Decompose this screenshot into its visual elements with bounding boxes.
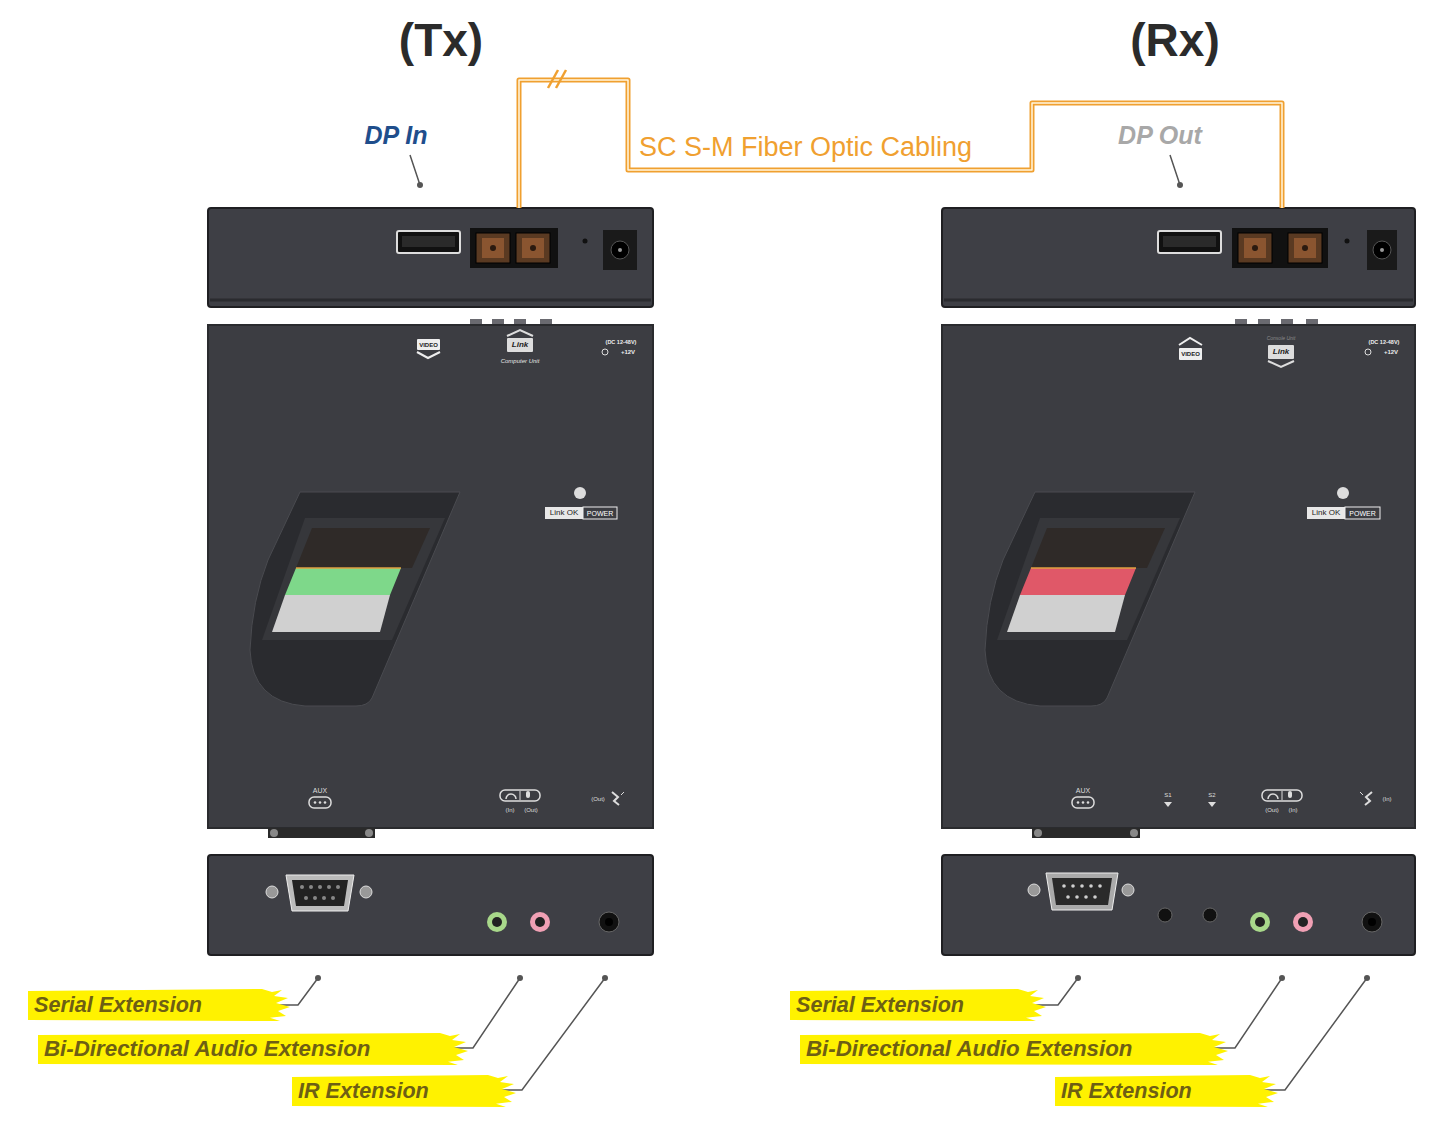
cable-break-mark: [548, 70, 566, 88]
band-fill: [28, 989, 290, 1021]
panel-marking: Link OK: [550, 509, 578, 517]
panel-marking: Link OK: [1312, 509, 1340, 517]
callout-text: IR Extension: [1055, 1075, 1278, 1107]
panel-marking: (Out): [1265, 807, 1279, 813]
fiber-cable-group: [519, 80, 1282, 208]
device-unit: (Tx): [208, 208, 653, 955]
panel-marking: Computer Unit: [501, 358, 540, 364]
panel-marking: (Out): [524, 807, 538, 813]
panel-marking: (In): [1383, 796, 1392, 802]
cable-label: SC S-M Fiber Optic Cabling: [637, 134, 974, 161]
callout-band: IR Extension: [292, 1075, 516, 1107]
callout-text: Serial Extension: [790, 989, 1046, 1021]
unit-heading: (Rx): [1130, 13, 1219, 67]
band-fill: [800, 1033, 1228, 1065]
panel-marking: Link: [512, 341, 528, 349]
callout-text: Serial Extension: [28, 989, 290, 1021]
callout-text: Bi-Directional Audio Extension: [38, 1033, 468, 1065]
panel-marking: (Out): [591, 796, 605, 802]
callout-band: Serial Extension: [790, 989, 1046, 1021]
panel-marking: POWER: [1349, 510, 1375, 517]
callout-band: Serial Extension: [28, 989, 290, 1021]
callout-text: Bi-Directional Audio Extension: [800, 1033, 1228, 1065]
panel-marking: AUX: [313, 787, 327, 794]
panel-marking: (DC 12-48V): [606, 340, 637, 346]
rx-unit: [942, 208, 1415, 955]
panel-marking: S2: [1208, 792, 1215, 798]
panel-marking: VIDEO: [1181, 351, 1200, 357]
band-fill: [292, 1075, 516, 1107]
device-unit: (Rx): [942, 208, 1415, 955]
band-fill: [38, 1033, 468, 1065]
fiber-cable: [519, 80, 1282, 208]
panel-marking: S1: [1164, 792, 1171, 798]
panel-marking: +12V: [1384, 349, 1398, 355]
panel-marking: Console Unit: [1267, 336, 1296, 341]
panel-marking: VIDEO: [419, 342, 438, 348]
fiber-cable-core: [519, 80, 1282, 208]
panel-marking: POWER: [587, 510, 613, 517]
panel-marking: (DC 12-48V): [1369, 340, 1400, 346]
unit-heading: (Tx): [399, 13, 483, 67]
tx-unit: [208, 208, 653, 955]
callout-text: IR Extension: [292, 1075, 516, 1107]
leader-lines: [267, 155, 1367, 1090]
port-callout: DP In: [365, 123, 428, 148]
callout-band: Bi-Directional Audio Extension: [38, 1033, 468, 1065]
panel-marking: AUX: [1076, 787, 1090, 794]
callout-band: Bi-Directional Audio Extension: [800, 1033, 1228, 1065]
band-fill: [1055, 1075, 1278, 1107]
callout-band: IR Extension: [1055, 1075, 1278, 1107]
panel-marking: (In): [506, 807, 515, 813]
panel-marking: (In): [1289, 807, 1298, 813]
port-callout: DP Out: [1118, 123, 1202, 148]
leader-dots: [315, 182, 1370, 981]
band-fill: [790, 989, 1046, 1021]
panel-marking: Link: [1273, 348, 1289, 356]
panel-marking: +12V: [621, 349, 635, 355]
